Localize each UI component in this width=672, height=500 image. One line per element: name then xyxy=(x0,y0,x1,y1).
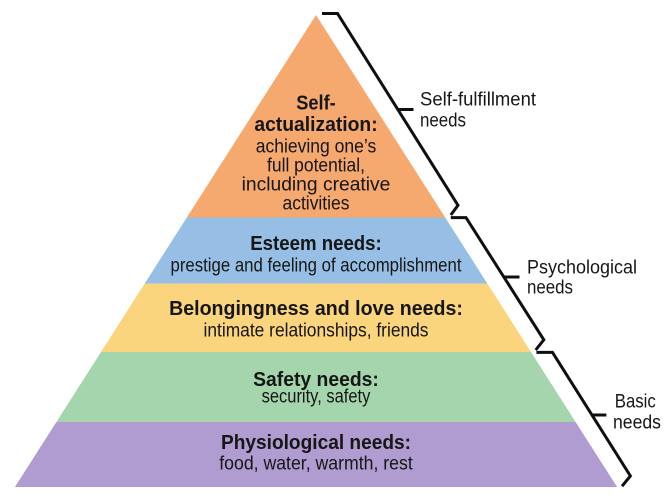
svg-text:needs: needs xyxy=(420,110,466,131)
svg-text:Self-: Self- xyxy=(296,92,335,114)
svg-text:Psychological: Psychological xyxy=(527,257,637,278)
svg-text:achieving one’s: achieving one’s xyxy=(256,136,377,157)
svg-text:food, water, warmth, rest: food, water, warmth, rest xyxy=(219,453,413,474)
svg-text:activities: activities xyxy=(283,193,350,214)
svg-text:Basic: Basic xyxy=(615,392,656,413)
svg-text:including creative: including creative xyxy=(242,174,391,195)
svg-text:full potential,: full potential, xyxy=(267,156,365,177)
svg-text:intimate relationships, friend: intimate relationships, friends xyxy=(204,320,429,341)
svg-text:Belongingness and love needs:: Belongingness and love needs: xyxy=(169,298,463,320)
svg-text:Self-fulfillment: Self-fulfillment xyxy=(420,89,537,110)
svg-text:Esteem needs:: Esteem needs: xyxy=(250,233,382,255)
svg-text:Physiological needs:: Physiological needs: xyxy=(221,432,411,454)
svg-text:needs: needs xyxy=(613,413,661,434)
svg-text:Safety needs:: Safety needs: xyxy=(253,369,379,391)
svg-text:needs: needs xyxy=(527,277,573,298)
svg-text:security, safety: security, safety xyxy=(262,387,371,408)
svg-text:actualization:: actualization: xyxy=(254,114,377,136)
svg-text:prestige and feeling of accomp: prestige and feeling of accomplishment xyxy=(171,255,463,276)
